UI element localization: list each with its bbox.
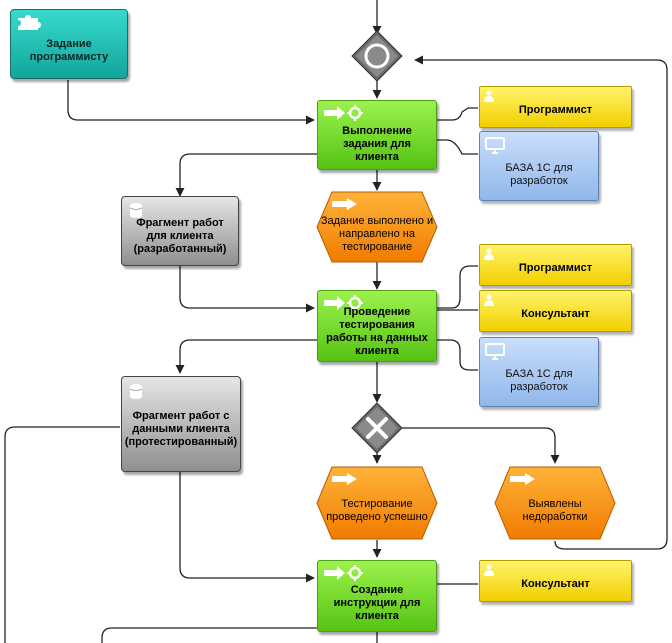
node-label: Выявлены недоработки — [522, 498, 588, 523]
database-icon — [129, 203, 143, 218]
database-icon — [129, 384, 143, 399]
node-label: Программист — [518, 103, 593, 116]
wire-func3-bottom — [101, 627, 320, 643]
event-task-for-programmer[interactable]: Задание программисту — [10, 9, 128, 79]
function-arrow-gear-icon — [324, 105, 363, 121]
wire-role2-func2 — [437, 265, 478, 309]
wire-role1-func1 — [437, 107, 478, 121]
role-programmer-1[interactable]: Программист — [479, 86, 632, 128]
wire-func2-to-data2 — [175, 339, 320, 374]
function-testing[interactable]: Проведение тестирования работы на данных… — [317, 290, 437, 362]
system-db-2[interactable]: БАЗА 1С для разработок — [479, 337, 599, 407]
node-label: Фрагмент работ для клиента (разработанны… — [133, 216, 227, 255]
node-label: БАЗА 1С для разработок — [505, 368, 573, 393]
function-arrow-gear-icon — [324, 295, 363, 311]
person-icon — [484, 294, 494, 306]
data-fragment-developed[interactable]: Фрагмент работ для клиента (разработанны… — [121, 196, 239, 266]
function-arrow-gear-icon — [324, 565, 363, 581]
node-label: Фрагмент работ с данными клиента (протес… — [124, 409, 238, 448]
function-do-task[interactable]: Выполнение задания для клиента — [317, 100, 437, 170]
wire-task-to-func — [67, 80, 315, 125]
event-arrow-icon — [332, 198, 357, 210]
node-label: Тестирование проведено успешно — [326, 498, 428, 523]
node-label: Создание инструкции для клиента — [333, 583, 421, 622]
gateway-or — [351, 30, 403, 82]
event-hexagon — [494, 466, 616, 540]
role-consultant-2[interactable]: Консультант — [479, 560, 632, 602]
node-label: Задание выполнено и направлено на тестир… — [320, 214, 434, 253]
wire-func1-to-data — [175, 153, 320, 197]
person-icon — [484, 248, 494, 260]
xor-gateway-icon — [351, 402, 403, 454]
wire-loop-back — [414, 55, 668, 550]
event-arrow-icon — [332, 473, 357, 485]
person-icon — [484, 564, 494, 576]
wire-sys2-func2 — [437, 339, 478, 371]
or-gateway-icon — [351, 30, 403, 82]
gateway-xor — [351, 402, 403, 454]
event-task-done[interactable]: Задание выполнено и направлено на тестир… — [316, 191, 438, 263]
node-label: Консультант — [521, 307, 590, 320]
data-fragment-tested[interactable]: Фрагмент работ с данными клиента (протес… — [121, 376, 241, 472]
wire-sys1-func1 — [437, 139, 478, 155]
function-create-instructions[interactable]: Создание инструкции для клиента — [317, 560, 437, 632]
event-hexagon — [316, 466, 438, 540]
node-label: БАЗА 1С для разработок — [505, 162, 573, 187]
event-arrow-icon — [510, 473, 535, 485]
wire-data2-to-func3 — [179, 472, 315, 583]
wire-left-outline — [4, 426, 120, 643]
node-label: Консультант — [521, 577, 590, 590]
wire-xor-to-defects — [401, 427, 560, 464]
node-label: Проведение тестирования работы на данных… — [326, 306, 428, 357]
monitor-icon — [485, 137, 505, 154]
puzzle-icon — [18, 15, 41, 30]
event-defects-found[interactable]: Выявлены недоработки — [494, 466, 616, 540]
node-label: Задание программисту — [29, 38, 109, 63]
role-programmer-2[interactable]: Программист — [479, 244, 632, 286]
person-icon — [484, 90, 494, 102]
node-label: Выполнение задания для клиента — [342, 124, 412, 163]
monitor-icon — [485, 343, 505, 360]
event-test-passed[interactable]: Тестирование проведено успешно — [316, 466, 438, 540]
role-consultant-1[interactable]: Консультант — [479, 290, 632, 332]
wire-data-to-func2 — [179, 266, 315, 313]
system-db-1[interactable]: БАЗА 1С для разработок — [479, 131, 599, 201]
node-label: Программист — [518, 261, 593, 274]
